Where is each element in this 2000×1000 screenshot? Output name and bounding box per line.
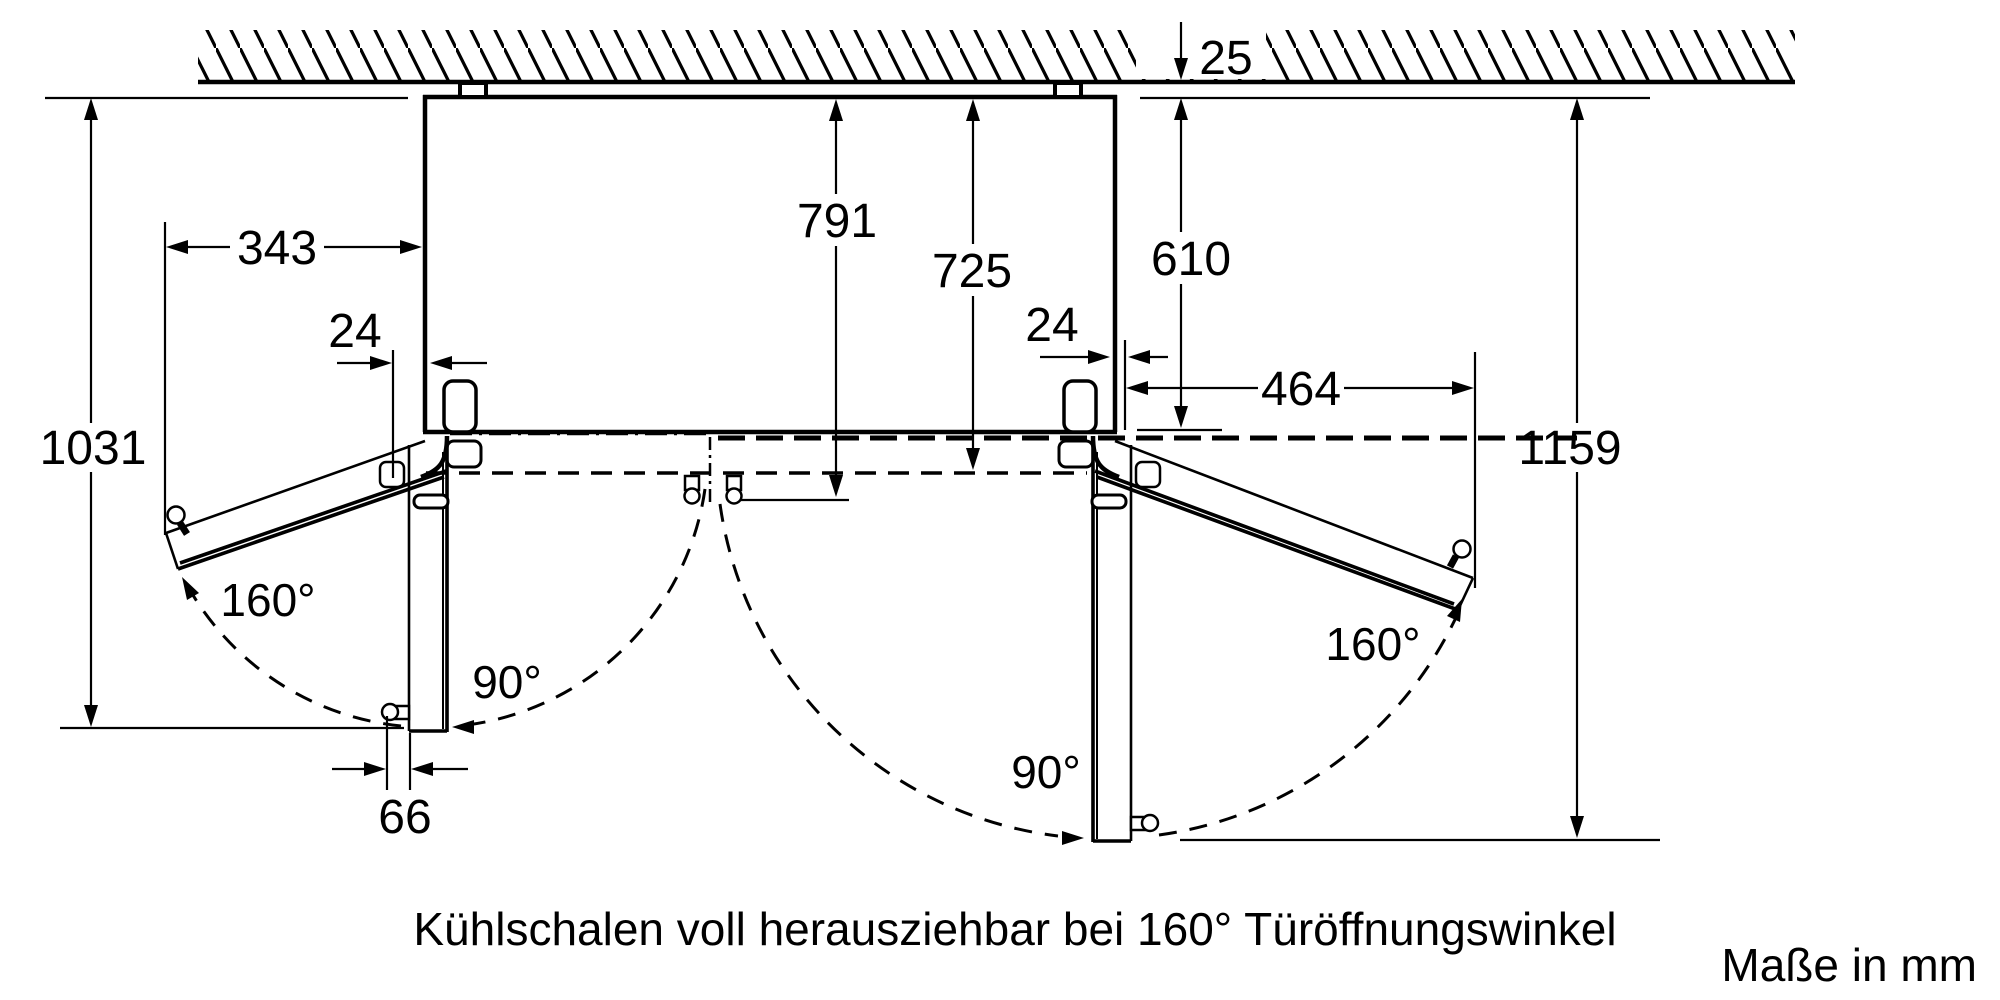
left-swing-arrow-160 [182,577,199,600]
left-door90-handle [380,702,400,722]
reference-lines [45,96,1660,842]
right-door160-handle-stem [1446,554,1460,569]
angle-left-160-label: 160° [220,574,315,626]
dim66-label: 66 [378,791,431,844]
roller-wheel-left [683,487,701,505]
right-door-160 [1094,439,1475,612]
angle-right-90-label: 90° [1011,746,1081,798]
dim1031-label: 1031 [40,422,147,475]
dim343-label: 343 [237,222,317,275]
dim610-label: 610 [1151,233,1231,286]
wall [198,26,1795,85]
dim-24-right: 24 [1025,299,1168,430]
hinge-bracket-right [1062,379,1098,434]
dim-1031: 1031 [40,98,147,727]
dim725-label: 725 [932,245,1012,298]
left-swing-arrow-90 [452,720,474,734]
caption-text: Kühlschalen voll herausziehbar bei 160° … [413,903,1616,955]
dim1031-arrow-down [84,705,98,727]
left-door160-handle-stem [177,521,190,536]
right-door160-handle [1452,539,1472,559]
dim24R-arrow-left [1088,350,1110,364]
dim66-arrow-right [411,762,433,776]
dim-wall-gap: 25 [1174,22,1253,120]
left-door-160 [164,439,447,571]
dim791-label: 791 [797,195,877,248]
left-door160-outer-face [165,439,426,535]
right-hinge-body [1057,439,1095,469]
right-swing-arrow-90 [1062,831,1084,845]
dim24L-arrow-right [430,356,452,370]
dim464-arrow-left [1126,381,1148,395]
right-door160-inner-line [1094,469,1455,606]
left-hinge-body [445,439,483,469]
left-door160-handle [166,505,186,525]
closed-door-projection [426,432,1577,505]
angle-right-160-label: 160° [1325,618,1420,670]
wall-spacer-right [1053,81,1083,99]
dim24R-label: 24 [1025,299,1078,352]
dim66-arrow-left [364,762,386,776]
left-hinge-hook [420,435,450,480]
dim-24-left: 24 [328,305,487,478]
dim24L-label: 24 [328,305,381,358]
dim-791: 791 [797,99,877,497]
right-swing-arc-closed-to-90 [718,503,1059,838]
right-door-90 [1091,438,1160,843]
wall-hatching [198,30,1795,81]
dim1159-label: 1159 [1518,422,1621,475]
angle-left-90-label: 90° [472,656,542,708]
right-door160-outer-face [1114,439,1474,580]
dim791-arrow-up [829,99,843,121]
left-door160-edge [177,475,445,571]
wall-spacer-left [458,81,488,99]
right-door90-handle [1140,813,1160,833]
hinge-details [412,435,1128,510]
dim-343: 343 [163,222,422,535]
right-hinge-base [1090,493,1128,510]
dim-66: 66 [332,716,468,844]
dim610-arrow-down [1174,406,1188,428]
roller-wheel-right [725,487,743,505]
right-swing-arrow-160 [1447,599,1462,622]
dim-1159: 1159 [1518,98,1622,838]
dim1159-arrow-up [1570,98,1584,120]
right-swing-arc-90-to-160 [1158,601,1465,837]
hinge-bracket-left [442,379,478,434]
dim25-arrow-down [1174,58,1188,80]
right-door160-hinge-plate [1134,460,1162,489]
left-hinge-base [412,493,450,510]
dim725-arrow-up [966,99,980,121]
wall-label-clearing [1136,26,1266,79]
left-swing-arc-90-to-160 [185,584,402,728]
dim24R-arrow-right [1128,350,1150,364]
right-hinge-hook [1090,435,1120,480]
dim25-arrow-up [1174,98,1188,120]
dim24L-arrow-left [370,356,392,370]
dim464-arrow-right [1452,381,1474,395]
left-swing-arc-closed-to-90 [458,488,707,728]
angle-labels: 160° 90° 90° 160° [220,574,1420,798]
dim1159-arrow-down [1570,816,1584,838]
dim791-arrow-down [829,475,843,497]
tray-rollers [683,474,743,505]
dim1031-arrow-up [84,98,98,120]
dim343-arrow-left [166,240,188,254]
dim-725: 725 [932,99,1012,470]
units-note: Maße in mm [1721,939,1977,991]
dim725-arrow-down [966,448,980,470]
dim25-label: 25 [1199,32,1252,85]
cabinet-body [422,81,1118,435]
right-door160-edge [1096,475,1459,612]
left-door160-inner-line [179,469,447,565]
dim-464: 464 [1126,352,1477,588]
left-door160-endcap [164,532,180,570]
dim464-label: 464 [1261,363,1341,416]
dim-610: 610 [1151,118,1231,428]
door-swing-arcs [182,488,1465,845]
dim343-arrow-right [400,240,422,254]
